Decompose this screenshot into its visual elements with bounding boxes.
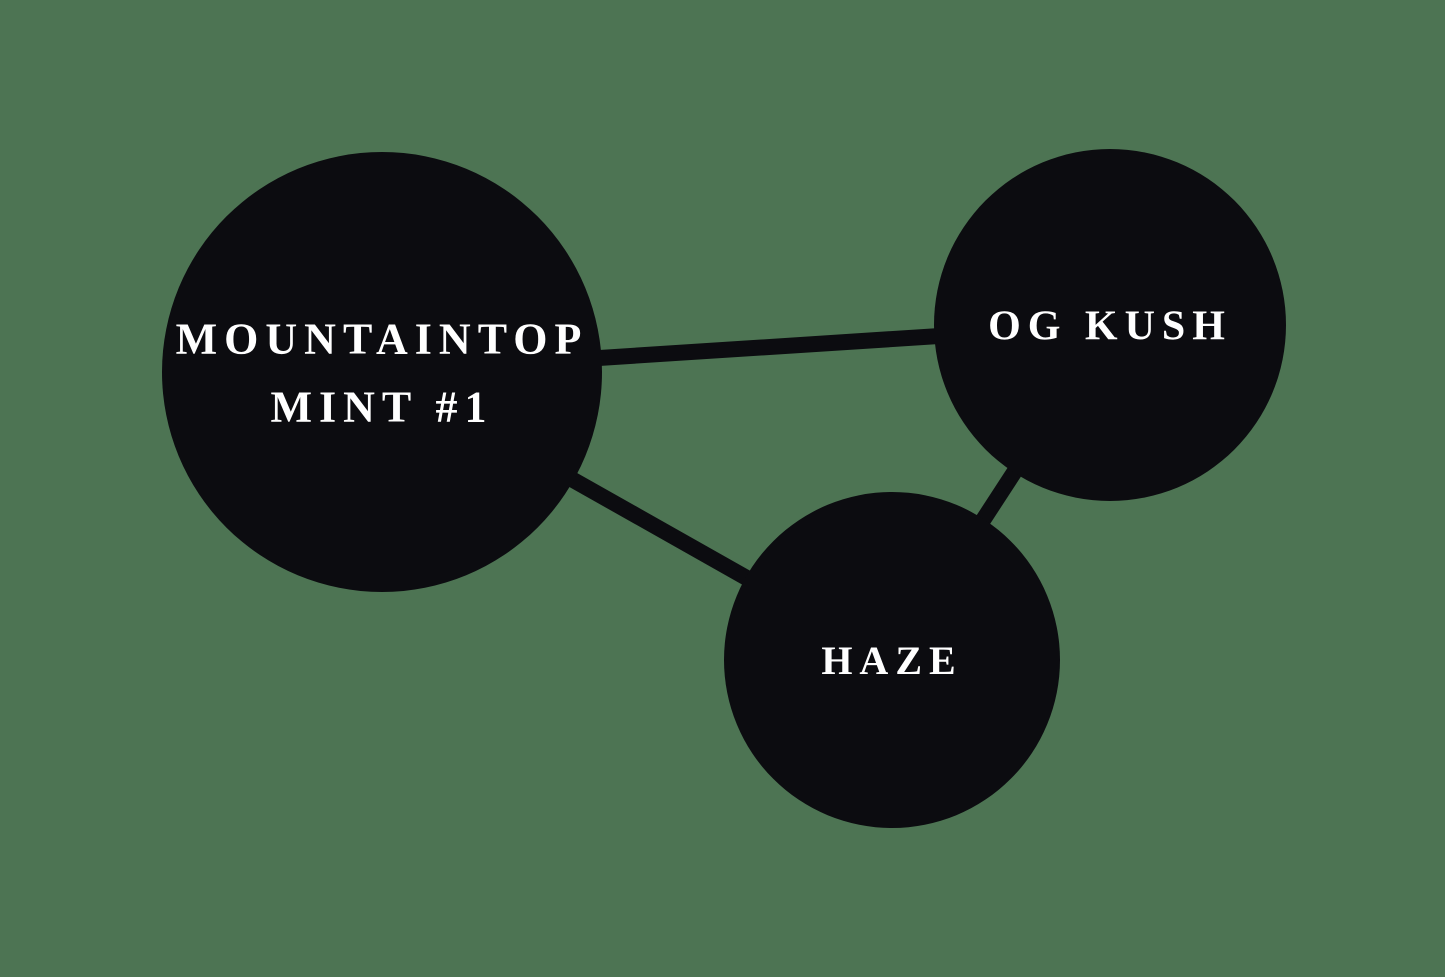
node-circle-haze[interactable] (724, 492, 1060, 828)
node-og-kush[interactable]: OG KUSH (934, 149, 1286, 501)
node-label-og-kush: OG KUSH (988, 304, 1232, 350)
node-circle-og-kush[interactable] (934, 149, 1286, 501)
node-label-haze: HAZE (821, 638, 962, 683)
node-circle-mountaintop-mint-1[interactable] (162, 152, 602, 592)
node-haze[interactable]: HAZE (724, 492, 1060, 828)
